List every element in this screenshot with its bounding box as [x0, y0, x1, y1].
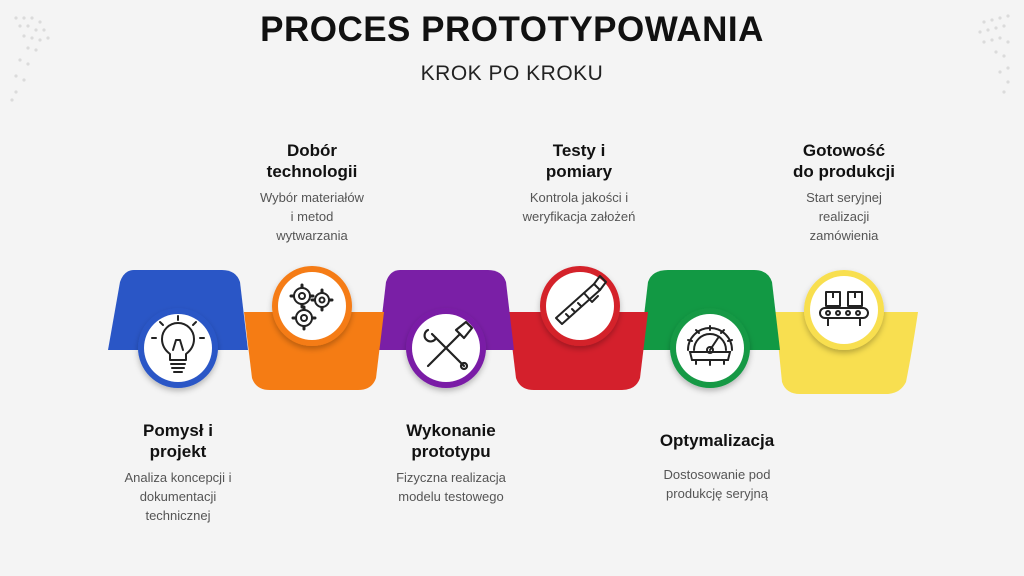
step-3-circle	[406, 308, 486, 388]
step-1-text: Pomysł i projekt Analiza koncepcji i dok…	[98, 420, 258, 525]
step-1-title: Pomysł i projekt	[143, 421, 213, 461]
page-subtitle: KROK PO KROKU	[420, 62, 604, 85]
step-1-description: Analiza koncepcji i dokumentacji technic…	[124, 470, 232, 523]
ribbon-segment-orange	[244, 312, 384, 390]
world-map-dots-right	[978, 14, 1010, 94]
step-1-circle	[138, 308, 218, 388]
step-4-title: Testy i pomiary	[545, 141, 613, 181]
step-3-description: Fizyczna realizacja modelu testowego	[396, 470, 506, 504]
step-5-description: Dostosowanie pod produkcję seryjną	[663, 467, 771, 501]
ribbon-segment-yellow	[775, 312, 918, 394]
step-4-description: Kontrola jakości i weryfikacja założeń	[522, 190, 636, 224]
world-map-dots-left	[10, 16, 50, 102]
step-6-title: Gotowość do produkcji	[793, 141, 895, 181]
step-2-circle	[272, 266, 352, 346]
step-2-description: Wybór materiałów i metod wytwarzania	[260, 190, 364, 243]
conveyor-icon	[819, 291, 869, 326]
caliper-icon	[555, 275, 607, 325]
step-6-text: Gotowość do produkcji Start seryjnej rea…	[764, 140, 924, 245]
gears-icon	[289, 283, 334, 331]
ribbon-segment-red	[508, 312, 648, 390]
page-title: PROCES PROTOTYPOWANIA	[260, 10, 764, 49]
step-5-title: Optymalizacja	[659, 431, 775, 450]
gauge-gear-icon	[687, 325, 733, 366]
step-2-text: Dobór technologii Wybór materiałów i met…	[232, 140, 392, 245]
step-4-circle	[540, 266, 620, 346]
tools-icon	[423, 320, 474, 371]
step-6-description: Start seryjnej realizacji zamówienia	[806, 190, 882, 243]
lightbulb-icon	[151, 315, 205, 373]
step-3-text: Wykonanie prototypu Fizyczna realizacja …	[366, 420, 536, 506]
step-5-text: Optymalizacja Dostosowanie pod produkcję…	[632, 430, 802, 503]
step-6-circle	[804, 270, 884, 350]
step-2-title: Dobór technologii	[266, 141, 358, 181]
step-3-title: Wykonanie prototypu	[406, 421, 496, 461]
step-5-circle	[670, 308, 750, 388]
step-4-text: Testy i pomiary Kontrola jakości i weryf…	[494, 140, 664, 226]
